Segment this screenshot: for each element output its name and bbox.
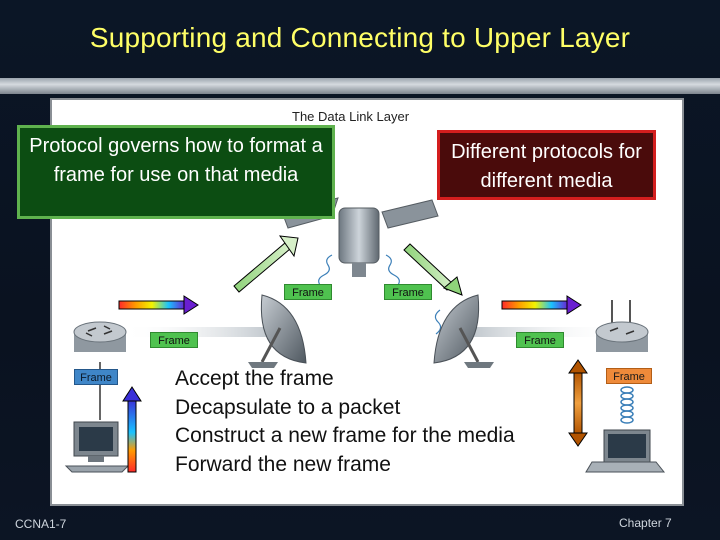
- frame-tag-desktop: Frame: [74, 369, 118, 385]
- step-item: Decapsulate to a packet: [175, 395, 401, 419]
- frame-tag-uplink: Frame: [284, 284, 332, 300]
- left-router-icon: [73, 321, 127, 352]
- media-callout: Different protocols for different media: [437, 130, 656, 200]
- frame-tag-right-cable: Frame: [516, 332, 564, 348]
- title-divider: [0, 78, 720, 94]
- frame-tag-wireless: Frame: [606, 368, 652, 384]
- wireless-signal-icon: [620, 386, 634, 424]
- slide-title: Supporting and Connecting to Upper Layer: [89, 22, 631, 53]
- footer-chapter-label: Chapter 7: [619, 516, 672, 530]
- laptop-icon: [585, 429, 666, 473]
- step-item: Construct a new frame for the media: [175, 424, 515, 448]
- frame-tag-downlink: Frame: [384, 284, 432, 300]
- steps-list: Accept the frame Decapsulate to a packet…: [175, 365, 515, 480]
- desktop-computer-icon: [64, 421, 130, 473]
- step-item: Forward the new frame: [175, 453, 391, 477]
- footer-course-label: CCNA1-7: [15, 517, 67, 531]
- right-router-icon: [595, 300, 649, 352]
- protocol-callout: Protocol governs how to format a frame f…: [17, 125, 335, 219]
- step-item: Accept the frame: [175, 367, 334, 390]
- right-satellite-dish-icon: [433, 294, 494, 368]
- frame-tag-left-cable: Frame: [150, 332, 198, 348]
- figure-heading: The Data Link Layer: [292, 109, 410, 124]
- left-satellite-dish-icon: [248, 294, 307, 368]
